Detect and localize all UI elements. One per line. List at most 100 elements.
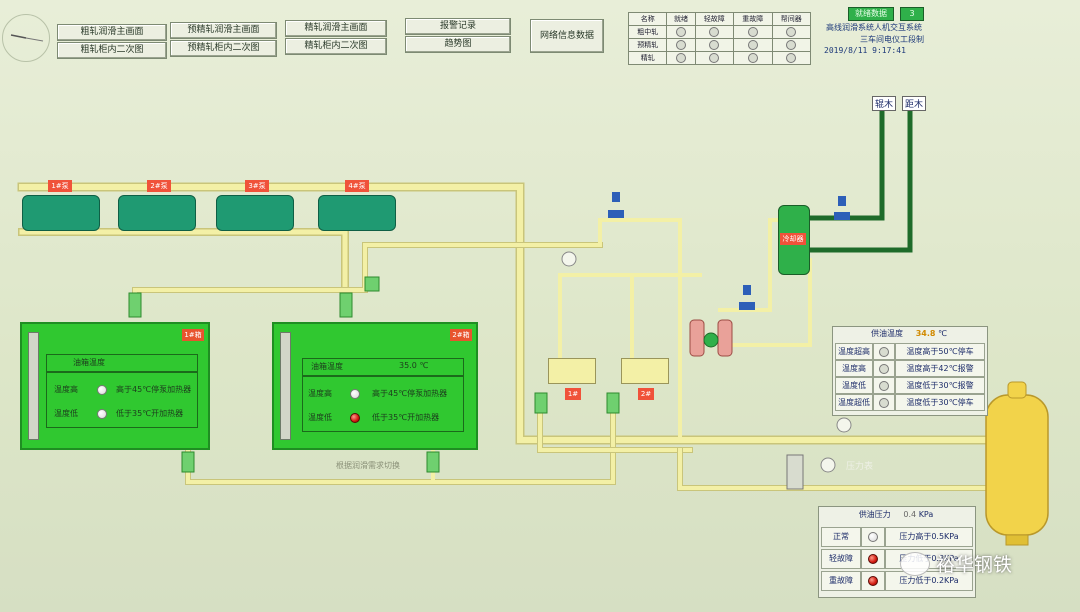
oil-tank-2[interactable]: 2#箱 油箱温度 35.0 ℃ 温度高 高于45℃停泵加热器 温度低 低于35℃… <box>272 322 478 450</box>
temp-row-label: 温度低 <box>835 377 873 394</box>
nav-trend-button[interactable]: 趋势图 <box>405 36 511 53</box>
status-header: 名称 <box>627 12 668 26</box>
nav-network-data-button[interactable]: 网络信息数据 <box>530 19 604 53</box>
pressure-lamp-icon <box>868 532 878 542</box>
status-header: 就绪 <box>666 12 696 26</box>
status-lamp-icon <box>747 53 758 63</box>
temp-row-desc: 温度高于50℃停车 <box>895 343 985 360</box>
pressure-panel-header: 供油压力 0.4 KPa <box>819 507 973 523</box>
nav-rough-cabinet-button[interactable]: 粗轧柜内二次图 <box>57 42 167 59</box>
status-lamp-icon <box>747 40 758 50</box>
datetime: 2019/8/11 9:17:41 <box>824 46 906 55</box>
shed-label-a: 辊木 <box>872 96 897 111</box>
tank-alarm-note: 高于45℃停泵加热器 <box>116 385 192 394</box>
clock-icon <box>2 14 50 62</box>
temp-lamp-icon <box>879 364 889 374</box>
oil-tank-1[interactable]: 1#箱 油箱温度 温度高 高于45℃停泵加热器 温度低 低于35℃开加热器 <box>20 322 210 450</box>
pump-unit[interactable] <box>216 195 294 231</box>
pump-tag: 1#泵 <box>48 180 72 192</box>
temp-lamp-icon <box>879 347 889 357</box>
tank-setting-box: 油箱温度 35.0 ℃ <box>302 358 464 376</box>
pressure-row-label: 重故障 <box>821 571 861 591</box>
pressure-lamp-icon <box>868 554 878 564</box>
tank-switch-caption: 根据润滑需求切换 <box>336 461 400 470</box>
supply-pressure-panel: 供油压力 0.4 KPa 正常 压力高于0.5KPa 轻故障 压力低于0.3KP… <box>818 506 976 598</box>
nav-finish-cabinet-button[interactable]: 精轧柜内二次图 <box>285 38 387 55</box>
nav-finish-main-button[interactable]: 精轧润滑主画面 <box>285 20 387 37</box>
supply-temp-panel: 供油温度 34.8 ℃ 温度超高 温度高于50℃停车 温度高 温度高于42℃报警… <box>832 326 988 416</box>
watermark-text: 裕华钢铁 <box>936 554 1013 576</box>
tank-temperature-value: 35.0 ℃ <box>399 361 429 370</box>
temp-row-lamp <box>873 377 895 394</box>
status-table: 名称 就绪 轻故障 重故障 帮间器 粗中轧 预精轧 精轧 <box>627 12 812 65</box>
oil-pump-1[interactable] <box>548 358 596 384</box>
page-number-button[interactable]: 3 <box>900 7 924 21</box>
pump-tag: 2#泵 <box>147 180 171 192</box>
temp-value: 34.8 <box>915 329 936 338</box>
oil-pump-tag: 1# <box>565 388 581 400</box>
temp-row-desc: 温度低于30℃报警 <box>895 377 985 394</box>
temp-unit: ℃ <box>938 329 947 338</box>
tank-alarm-box <box>46 372 198 428</box>
status-lamp-icon <box>676 53 687 63</box>
ready-data-button[interactable]: 就绪数据 <box>848 7 894 21</box>
pressure-row-desc: 压力高于0.5KPa <box>885 527 973 547</box>
tank-alarm-lamp-icon <box>350 413 360 423</box>
nav-rough-main-button[interactable]: 粗轧润滑主画面 <box>57 24 167 41</box>
tank-alarm-note: 低于35℃开加热器 <box>116 409 184 418</box>
temp-lamp-icon <box>879 398 889 408</box>
shed-label-b: 距木 <box>902 96 927 111</box>
tank-alarm-label: 温度低 <box>308 413 332 422</box>
oil-pump-tag: 2# <box>638 388 654 400</box>
temp-row-label: 温度高 <box>835 360 873 377</box>
status-row-label: 预精轧 <box>627 38 668 52</box>
pressure-row-label: 正常 <box>821 527 861 547</box>
pump-tag: 4#泵 <box>345 180 369 192</box>
tank-alarm-lamp-icon <box>97 409 107 419</box>
status-lamp-icon <box>676 27 687 37</box>
pressure-row-desc: 压力低于0.2KPa <box>885 571 973 591</box>
temp-row-desc: 温度低于30℃停车 <box>895 394 985 411</box>
temp-row-lamp <box>873 360 895 377</box>
tank-alarm-label: 温度低 <box>54 409 78 418</box>
cooler-tag: 冷却器 <box>780 233 806 245</box>
status-lamp-icon <box>709 40 720 50</box>
tank-setting-label: 油箱温度 <box>311 362 343 371</box>
pump-unit[interactable] <box>318 195 396 231</box>
tank-alarm-note: 低于35℃开加热器 <box>372 413 440 422</box>
pump-unit[interactable] <box>22 195 100 231</box>
nav-alarm-log-button[interactable]: 报警记录 <box>405 18 511 35</box>
pressure-unit: KPa <box>918 510 934 519</box>
tank-tag: 2#箱 <box>450 329 472 341</box>
status-row-label: 精轧 <box>627 51 668 65</box>
nav-pre-finish-cabinet-button[interactable]: 预精轧柜内二次图 <box>170 40 277 57</box>
tank-setting-box: 油箱温度 <box>46 354 198 372</box>
pressure-lamp-icon <box>868 576 878 586</box>
pressure-row-lamp <box>861 527 885 547</box>
level-gauge <box>280 332 291 440</box>
pressure-gauge-label: 压力表 <box>846 462 874 472</box>
tank-alarm-lamp-icon <box>350 389 360 399</box>
temp-row-label: 温度超高 <box>835 343 873 360</box>
status-lamp-icon <box>786 53 797 63</box>
status-lamp-icon <box>709 27 720 37</box>
status-lamp-icon <box>786 40 797 50</box>
tank-tag: 1#箱 <box>182 329 204 341</box>
pump-unit[interactable] <box>118 195 196 231</box>
watermark: 裕华钢铁 <box>900 550 1012 577</box>
temp-panel-header: 供油温度 34.8 ℃ <box>833 327 985 341</box>
temp-row-desc: 温度高于42℃报警 <box>895 360 985 377</box>
tank-alarm-box <box>302 376 464 432</box>
oil-pump-2[interactable] <box>621 358 669 384</box>
tank-alarm-label: 温度高 <box>54 385 78 394</box>
nav-pre-finish-main-button[interactable]: 预精轧润滑主画面 <box>170 22 277 39</box>
pressure-panel-title: 供油压力 <box>858 510 891 519</box>
tank-alarm-lamp-icon <box>97 385 107 395</box>
level-gauge <box>28 332 39 440</box>
temp-panel-title: 供油温度 <box>871 329 903 338</box>
pressure-value: 0.4 <box>903 510 917 519</box>
pressure-row-lamp <box>861 549 885 569</box>
status-lamp-icon <box>676 40 687 50</box>
